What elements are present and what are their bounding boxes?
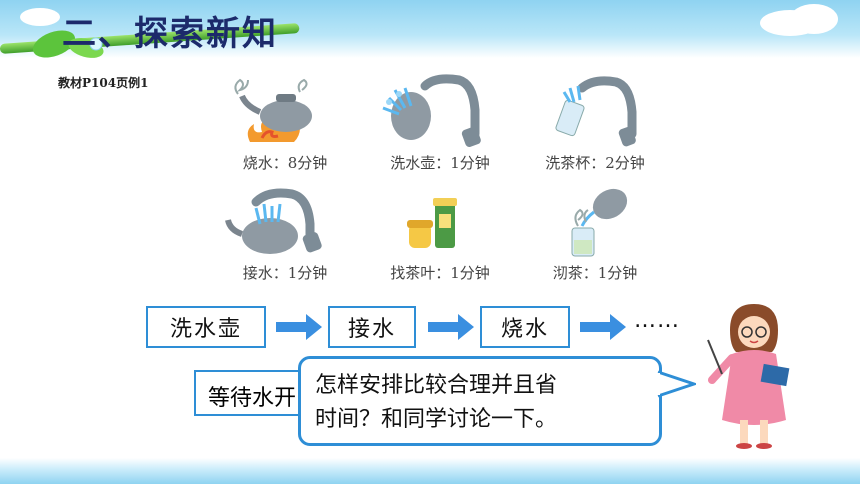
step-caption: 洗水壶：1分钟: [390, 154, 490, 172]
speech-bubble: 怎样安排比较合理并且省 时间？和同学讨论一下。: [298, 356, 662, 446]
wait-for-water-box: 等待水开: [194, 370, 312, 416]
flow-ellipsis: ……: [634, 308, 680, 333]
step-card: 找茶叶：1分钟: [365, 182, 515, 294]
step-card: 沏茶：1分钟: [520, 182, 670, 294]
step-caption: 烧水：8分钟: [242, 154, 328, 172]
step-caption: 接水：1分钟: [242, 264, 328, 282]
teacher-illustration: [707, 304, 790, 449]
tea-jars-icon: [407, 198, 457, 248]
bottom-sky-band: [0, 458, 860, 484]
leaf-icon: [32, 30, 104, 58]
wash-cup-icon: [555, 76, 637, 147]
arrow-right-icon: [428, 314, 474, 340]
step-card: 洗水壶：1分钟: [365, 72, 515, 184]
flow-step-wash-kettle: 洗水壶: [146, 306, 266, 348]
speech-line-2: 时间？和同学讨论一下。: [315, 407, 558, 432]
step-caption: 沏茶：1分钟: [552, 264, 638, 282]
flow-step-fill-water: 接水: [328, 306, 416, 348]
step-caption: 洗茶杯：2分钟: [545, 154, 645, 172]
top-sky-band: [0, 0, 860, 58]
cloud-decoration: [790, 4, 838, 34]
page-title: 二、探索新知: [62, 14, 278, 54]
step-card: 烧水：8分钟: [210, 72, 360, 184]
flow-step-boil-water: 烧水: [480, 306, 570, 348]
speech-line-1: 怎样安排比较合理并且省: [315, 373, 558, 398]
kettle-on-fire-icon: [234, 78, 312, 142]
fill-kettle-icon: [225, 188, 322, 254]
arrow-right-icon: [580, 314, 626, 340]
step-caption: 找茶叶：1分钟: [390, 264, 490, 282]
step-card: 接水：1分钟: [210, 182, 360, 294]
textbook-reference: 教材P104页例1: [58, 76, 149, 90]
speech-bubble-tail: [656, 370, 696, 398]
brew-tea-icon: [571, 188, 628, 257]
cloud-decoration: [20, 8, 60, 26]
arrow-right-icon: [276, 314, 322, 340]
wash-kettle-icon: [382, 74, 481, 148]
step-card: 洗茶杯：2分钟: [520, 72, 670, 184]
